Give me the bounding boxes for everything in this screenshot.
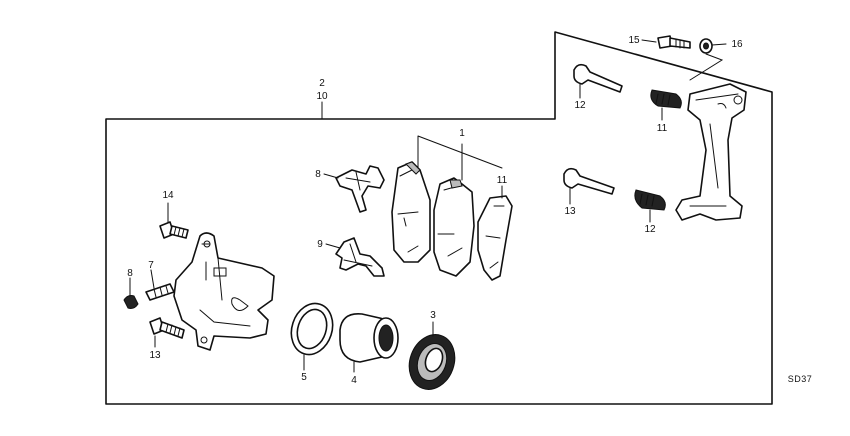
piston-seal: 5 xyxy=(290,302,334,383)
label-8-upper: 8 xyxy=(315,169,321,180)
group-label-2: 2 xyxy=(319,78,325,89)
mounting-bolt: 15 xyxy=(628,35,691,49)
label-4: 4 xyxy=(351,375,357,386)
caliper-bolt-upper: 14 xyxy=(159,190,189,239)
slide-pin-boot-upper: 11 xyxy=(650,89,682,134)
group-label-assembly: 2 10 xyxy=(316,78,328,120)
label-6: 7 xyxy=(148,260,154,271)
caliper-body xyxy=(173,232,275,351)
group-label-10: 10 xyxy=(316,91,328,102)
label-8-lower: 9 xyxy=(317,239,323,250)
label-11-upper: 11 xyxy=(657,123,668,134)
label-16: 16 xyxy=(731,39,743,50)
slide-pin-lower: 13 xyxy=(563,167,615,217)
pad-shim: 11 xyxy=(477,175,513,281)
label-12-upper: 12 xyxy=(574,100,586,111)
piston: 4 xyxy=(339,313,399,386)
caliper-bolt-lower: 13 xyxy=(149,317,185,361)
label-3: 3 xyxy=(430,310,436,321)
label-11-lower: 12 xyxy=(644,224,656,235)
label-1: 1 xyxy=(459,128,465,139)
piston-boot: 3 xyxy=(408,310,456,390)
assembly-outline xyxy=(105,31,773,405)
caliper-bracket xyxy=(675,83,747,221)
bleeder-cap: 8 xyxy=(123,268,139,309)
slide-pin-boot-lower: 12 xyxy=(634,189,666,235)
label-9: 11 xyxy=(497,175,508,186)
label-7: 8 xyxy=(127,268,133,279)
label-13: 13 xyxy=(149,350,161,361)
washer: 16 xyxy=(689,38,743,81)
bleeder-screw: 7 xyxy=(145,260,175,301)
reference-code: SD37 xyxy=(788,374,813,384)
brake-pad-set: 1 xyxy=(391,128,503,277)
slide-pin-upper: 12 xyxy=(573,63,623,111)
label-14: 14 xyxy=(162,190,174,201)
anti-rattle-clip-lower: 9 xyxy=(317,237,385,277)
anti-rattle-clip: 8 xyxy=(315,165,385,213)
label-12-lower: 13 xyxy=(564,206,576,217)
label-15: 15 xyxy=(628,35,640,46)
label-5: 5 xyxy=(301,372,307,383)
